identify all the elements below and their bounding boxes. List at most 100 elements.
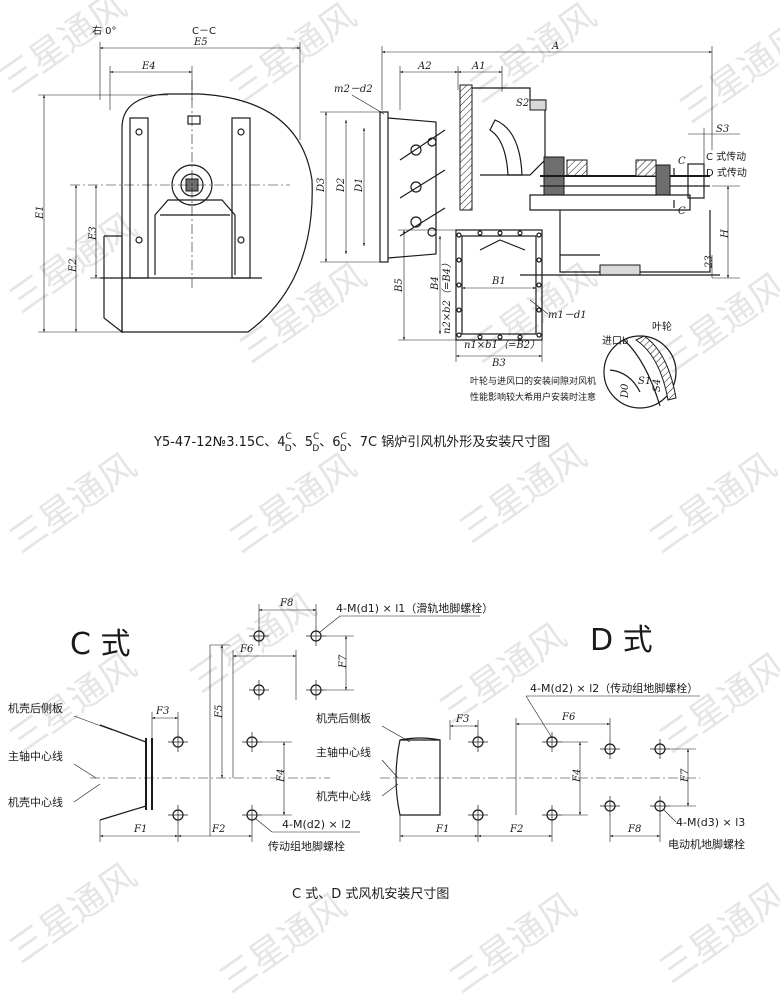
left-support — [129, 117, 149, 279]
c-dim-f4: F4 — [276, 769, 287, 783]
dim-d1-label: D1 — [354, 178, 365, 193]
dim-a2-label: A2 — [417, 61, 432, 72]
dim-b4-label: B4 — [430, 276, 441, 291]
note-line-2: 性能影响较大希用户安装时注意 — [470, 391, 596, 403]
watermark-text: 三星通风 — [652, 646, 780, 762]
watermark-text: 三星通风 — [2, 856, 143, 972]
fan-side-view: 右 0° C－C E5 E4 — [35, 24, 313, 334]
d-dim-f1: F1 — [435, 824, 449, 835]
detail-s4-label: S4 — [652, 379, 663, 392]
dim-e4-label: E4 — [141, 61, 156, 72]
dim-e2-label: E2 — [68, 258, 79, 273]
c-marker-bottom: C — [678, 206, 686, 217]
d-bolt2-desc: 电动机地脚螺栓 — [668, 837, 745, 851]
detail-d0-label: D0 — [620, 383, 631, 399]
coupling — [687, 163, 705, 199]
c-bolts — [168, 626, 326, 825]
dim-23-label: 23 — [704, 255, 715, 269]
d-dim-f8: F8 — [627, 824, 641, 835]
d-drive-label: D 式传动 — [706, 166, 747, 179]
d-rear-plate-label: 机壳后侧板 — [316, 711, 371, 725]
c-bolt2-desc: 传动组地脚螺栓 — [268, 839, 345, 853]
c-dim-f3: F3 — [155, 706, 169, 717]
detail-s1-label: S1 — [638, 376, 651, 387]
watermark-text: 三星通风 — [222, 446, 363, 562]
d-bolts — [468, 732, 670, 825]
watermark-text: 三星通风 — [0, 0, 134, 102]
c-main-axis-label: 主轴中心线 — [8, 749, 63, 763]
c-bolt2-label: 4-M(d2) × l2 — [282, 818, 351, 831]
casing-section — [459, 84, 473, 211]
scroll-casing — [121, 93, 313, 333]
c-dim-f6: F6 — [239, 644, 254, 655]
d-dim-f2: F2 — [509, 824, 523, 835]
bearing-2 — [655, 164, 671, 196]
section-title: C－C — [192, 26, 216, 37]
watermark-text: 三星通风 — [222, 0, 363, 112]
gap-detail: 进口b 叶轮 D0 S1 S4 — [602, 320, 677, 409]
d-bolt2-label: 4-M(d3) × l3 — [676, 816, 745, 829]
c-casing-axis-label: 机壳中心线 — [8, 795, 63, 809]
watermark-text: 三星通风 — [462, 0, 603, 112]
flange-bolts — [399, 129, 446, 237]
base-frame — [529, 194, 691, 211]
dim-b1-label: B1 — [491, 276, 506, 287]
dim-h-label: H — [720, 229, 731, 239]
dim-b3-label: B3 — [491, 358, 506, 369]
note-line-1: 叶轮与进风口的安装间隙对风机 — [470, 375, 596, 387]
detail-inlet-label: 进口b — [602, 335, 628, 347]
d-dim-f3: F3 — [455, 714, 469, 725]
watermark-text: 三星通风 — [642, 446, 780, 562]
watermark-text: 三星通风 — [232, 256, 373, 372]
n2b2-label: n2×b2（=B4） — [441, 258, 453, 334]
c-bolt1-label: 4-M(d1) × l1（滑轨地脚螺栓） — [336, 601, 493, 615]
watermark-text: 三星通风 — [452, 436, 593, 552]
rotation-label: 右 0° — [92, 24, 117, 37]
impeller-blade — [489, 119, 523, 176]
m2d2-label: m2－d2 — [334, 84, 373, 95]
c-rear-plate-label: 机壳后侧板 — [8, 701, 63, 715]
watermark-text: 三星通风 — [432, 616, 573, 732]
watermark-text: 三星通风 — [212, 886, 353, 1000]
d-dim-f7: F7 — [680, 768, 691, 783]
watermark-text: 三星通风 — [672, 16, 780, 132]
watermark-text: 三星通风 — [652, 876, 780, 992]
dim-e1-label: E1 — [35, 205, 46, 220]
c-drive-label: C 式传动 — [706, 150, 746, 163]
detail-circle — [603, 335, 677, 409]
d-bolt1-label: 4-M(d2) × l2（传动组地脚螺栓） — [530, 681, 698, 695]
dim-d3-label: D3 — [316, 178, 327, 193]
fan-section-view: A A2 A1 m2－d2 D3 D2 D1 — [316, 41, 747, 409]
c-dim-f2: F2 — [211, 824, 225, 835]
s2-label: S2 — [516, 98, 529, 109]
c-dim-f1: F1 — [133, 824, 147, 835]
d-dim-f6: F6 — [561, 712, 576, 723]
n1b1-label: n1×b1（=B2） — [464, 339, 540, 351]
d-style-title: D 式 — [590, 623, 653, 658]
detail-impeller-label: 叶轮 — [652, 320, 672, 333]
dim-b5-label: B5 — [394, 278, 405, 293]
outlet-flange-bolts — [456, 230, 542, 340]
d-style-plan: D 式 F1 F2 F3 F4 F6 F7 — [316, 623, 745, 851]
d-casing-axis-label: 机壳中心线 — [316, 789, 371, 803]
c-dim-f8: F8 — [279, 598, 293, 609]
d-dim-f4: F4 — [572, 769, 583, 783]
d-main-axis-label: 主轴中心线 — [316, 745, 371, 759]
inlet-flange — [379, 111, 389, 263]
outlet-flange — [103, 236, 123, 334]
dim-e5-label: E5 — [193, 37, 208, 48]
d-casing-outline — [395, 739, 441, 816]
bearing-pedestal — [154, 199, 236, 275]
watermark-text: 三星通风 — [442, 886, 583, 1000]
c-marker-top: C — [678, 156, 686, 167]
watermark-text: 三星通风 — [2, 446, 143, 562]
s3-label: S3 — [716, 124, 729, 135]
outlet-flange-frame — [455, 229, 543, 341]
dim-a-label: A — [551, 41, 559, 52]
inlet-cone — [387, 117, 437, 259]
dim-a1-label: A1 — [471, 61, 486, 72]
bottom-caption: C 式、D 式风机安装尺寸图 — [292, 887, 449, 902]
